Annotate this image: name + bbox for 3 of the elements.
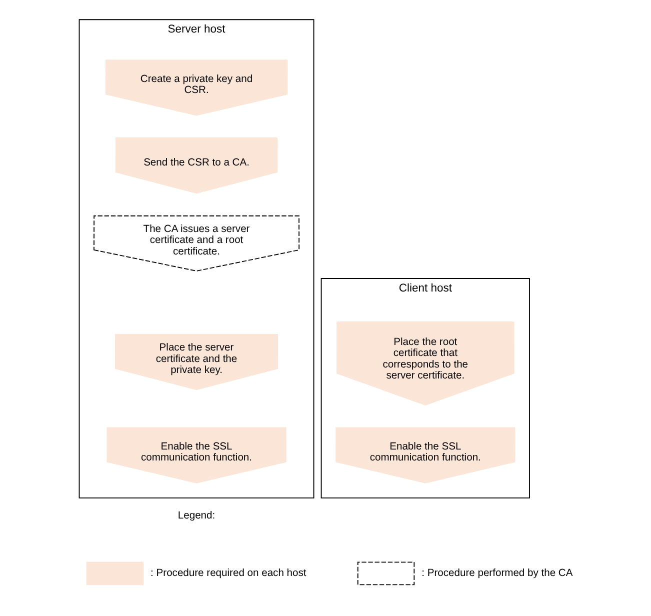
legend-label: : Procedure performed by the CA bbox=[422, 568, 573, 580]
label: Legend: bbox=[178, 510, 216, 522]
legend-label: : Procedure required on each host bbox=[150, 568, 306, 580]
